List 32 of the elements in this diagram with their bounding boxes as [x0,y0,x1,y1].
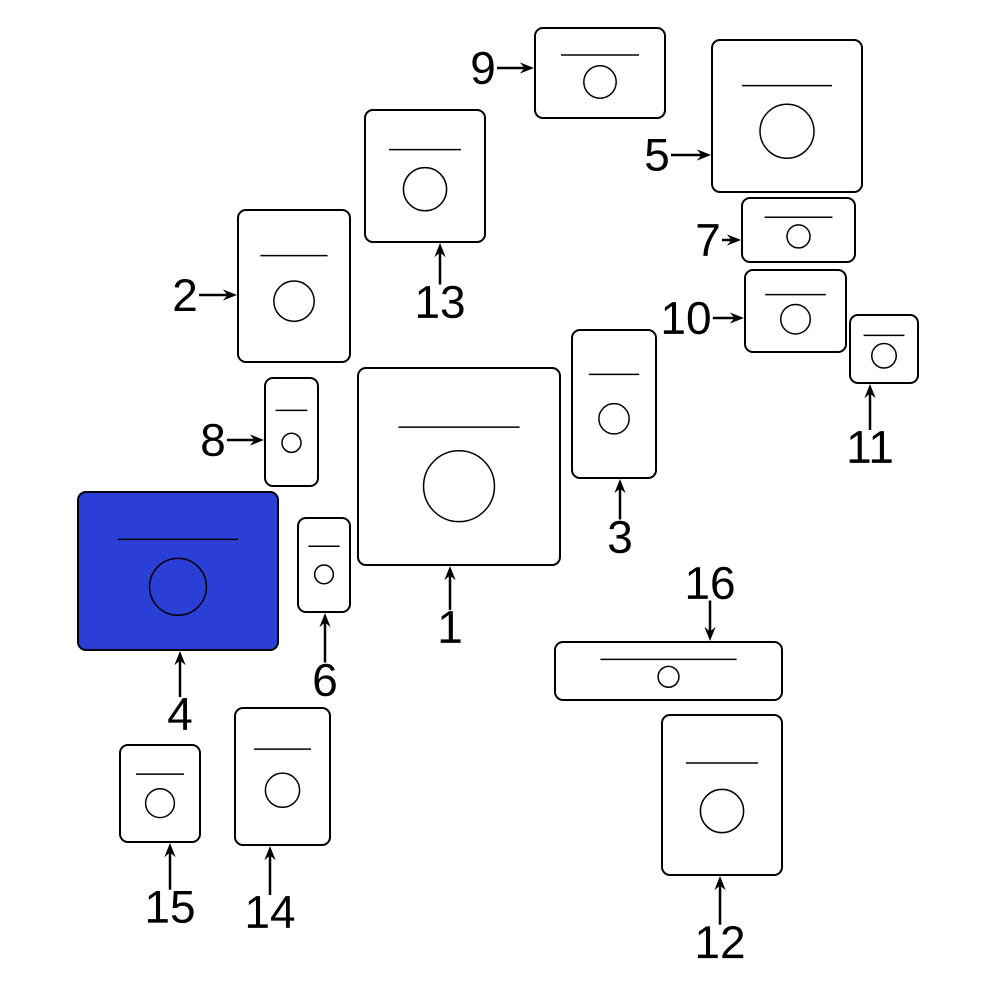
hose-drawing [264,377,319,487]
callout-number: 14 [248,896,294,928]
callout-number: 13 [418,286,464,318]
gasket-drawing [849,314,920,384]
bracket-drawing [571,329,657,479]
callout-number: 4 [168,698,192,730]
bracket-drawing [119,744,201,843]
callout-number: 8 [202,424,224,456]
callout-number: 9 [472,52,494,84]
bracket-drawing [237,209,351,363]
callout-number: 1 [440,611,461,643]
callout-number: 11 [850,431,892,463]
callout-number: 5 [646,138,668,172]
pipe-drawing [744,269,848,353]
callout-number: 2 [174,278,196,312]
valve-drawing [234,707,331,846]
callout-number: 7 [698,224,718,256]
gasket-drawing [297,517,351,613]
valve-drawing [711,39,864,193]
callout-number: 6 [314,664,336,696]
callout-number: 15 [148,890,194,924]
hose-drawing [534,27,666,119]
valve-drawing [77,491,279,651]
valve-drawing [364,109,486,243]
callout-number: 16 [688,566,734,600]
callout-number: 12 [698,926,744,958]
canister-drawing [661,714,784,876]
callout-number: 3 [608,520,631,554]
sensor-drawing [554,641,784,701]
callout-number: 10 [664,302,710,334]
gasket-drawing [741,197,856,263]
pump-drawing [357,367,561,566]
